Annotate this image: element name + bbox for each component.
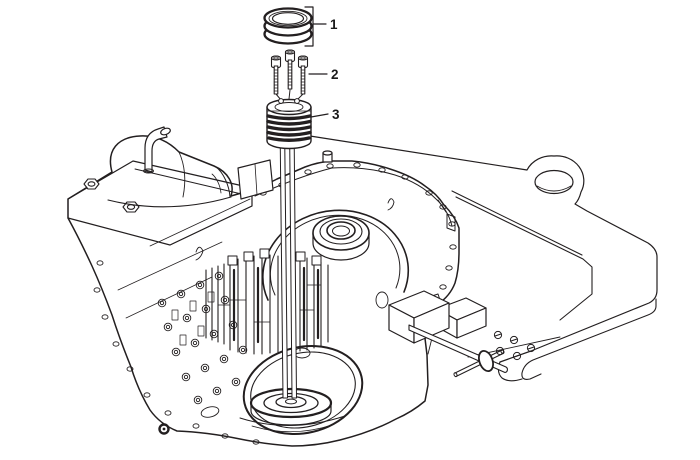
callouts: 1 2 3 bbox=[304, 6, 340, 122]
callout-1-bracket bbox=[304, 6, 314, 47]
callout-3-leader bbox=[310, 113, 329, 118]
bell-housing-bore bbox=[262, 209, 410, 301]
foot-hole bbox=[158, 423, 170, 435]
bore-hub bbox=[249, 387, 333, 426]
plate-hole bbox=[534, 169, 574, 195]
left-rim-holes bbox=[93, 260, 260, 445]
callout-3-label: 3 bbox=[332, 107, 340, 122]
cast-mark bbox=[387, 198, 395, 211]
left-flange bbox=[67, 160, 253, 246]
piston-ribs bbox=[266, 114, 312, 142]
transmission-case bbox=[67, 126, 460, 447]
bolt bbox=[284, 49, 296, 90]
seal-ring-set bbox=[263, 7, 313, 45]
servo-cylinder bbox=[107, 151, 232, 208]
bolt bbox=[297, 55, 309, 95]
callout-2-label: 2 bbox=[331, 67, 339, 82]
case-ribs bbox=[205, 248, 329, 355]
plate-screws bbox=[493, 330, 536, 361]
valve-body-bosses bbox=[157, 271, 389, 418]
center-boss bbox=[312, 215, 370, 261]
elbow-pipe bbox=[143, 126, 171, 174]
plate-outline bbox=[309, 135, 658, 363]
piston-assembly bbox=[266, 89, 312, 150]
callout-1-label: 1 bbox=[330, 17, 338, 32]
interior-face-lines bbox=[117, 198, 251, 319]
bolt-set bbox=[270, 49, 309, 95]
bolt bbox=[270, 55, 282, 95]
tool-collar bbox=[478, 349, 494, 373]
stud-tips bbox=[275, 89, 304, 104]
cast-mark bbox=[195, 246, 204, 261]
fixture-and-tool bbox=[388, 290, 508, 378]
flange-hex-bolts bbox=[83, 178, 140, 213]
